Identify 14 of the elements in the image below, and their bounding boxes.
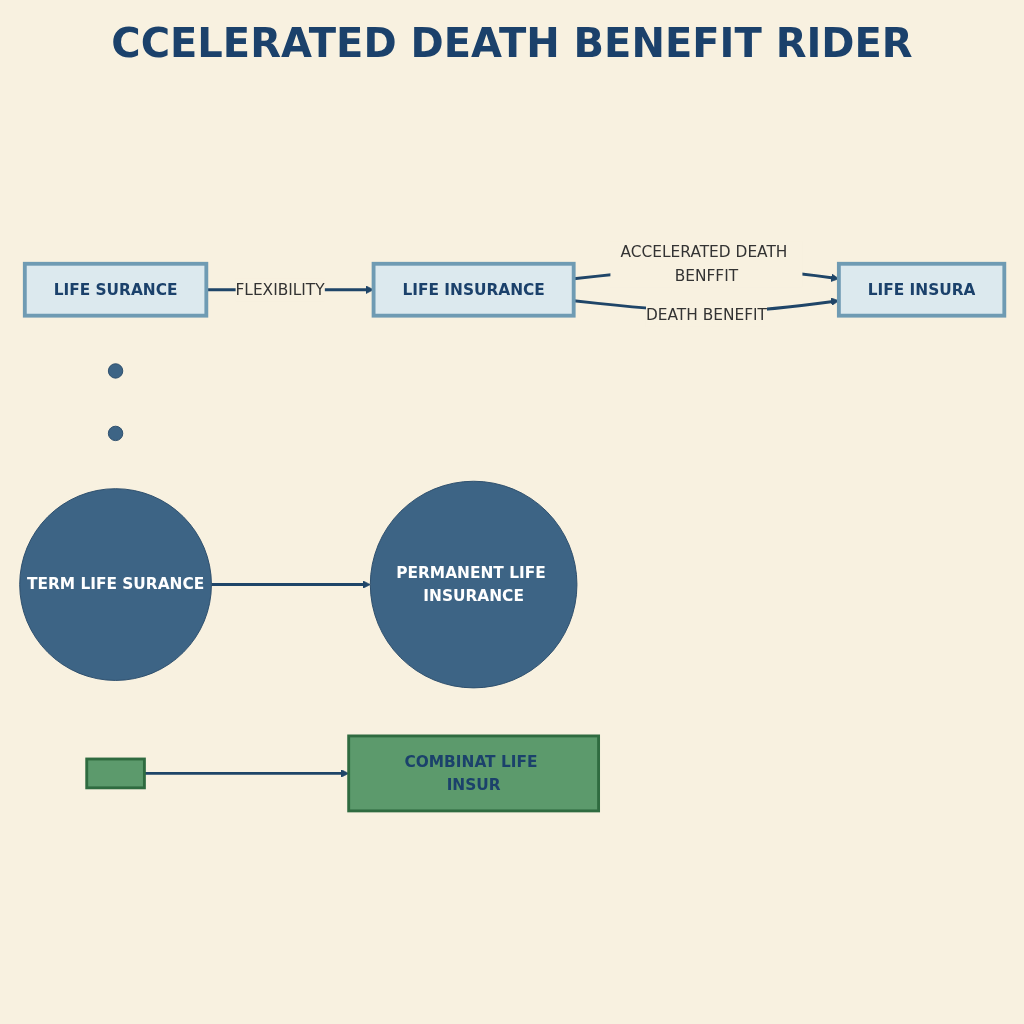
node-person <box>107 425 124 442</box>
edge-label: ACCELERATED DEATH BENFFIT <box>620 243 788 285</box>
node-picture <box>85 757 146 790</box>
node-person <box>107 363 124 379</box>
node-box: LIFE INSURANCE <box>371 261 576 318</box>
node-box: LIFE INSURA <box>836 261 1007 318</box>
arrow <box>211 580 371 589</box>
edge-label: DEATH BENEFIT <box>645 305 767 324</box>
node-box: COMBINAT LIFE INSUR <box>347 734 601 813</box>
diagram-title: CCELERATED DEATH BENEFIT RIDER <box>110 20 914 66</box>
node-box: LIFE SURANCE <box>22 261 209 318</box>
edge-label: FLEXIBILITY <box>235 280 325 299</box>
node-circle: TERM LIFE SURANCE <box>19 488 212 681</box>
node-circle: PERMANENT LIFE INSURANCE <box>369 480 578 689</box>
